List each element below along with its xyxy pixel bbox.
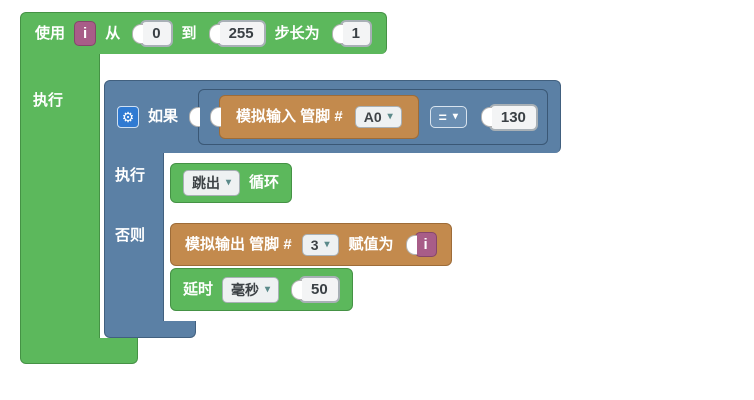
for-loop-block[interactable]: 使用 i 从 0 到 255 步长为 1 执行 ⚙ 如果 [20,12,561,364]
if-else-clause: 否则 模拟输出 管脚 # 3 ▾ 赋值为 i [104,213,561,321]
analog-write-pin-dropdown[interactable]: 3 ▾ [301,233,339,256]
write-variable-chip[interactable]: i [414,232,437,257]
loop-variable-chip[interactable]: i [74,21,97,46]
analog-write-label: 模拟输出 管脚 # [185,235,292,253]
if-else-block[interactable]: ⚙ 如果 模拟输入 管脚 # A0 ▾ = [104,80,561,338]
if-else-label: 否则 [115,227,146,244]
delay-label: 延时 [183,280,214,298]
to-label: 到 [181,24,197,42]
break-suffix-label: 循环 [249,174,280,191]
for-loop-body: 执行 ⚙ 如果 模拟输入 管脚 # A0 ▾ [20,54,561,338]
if-do-spine: 执行 [104,153,164,213]
break-type-value: 跳出 [192,175,220,191]
compare-block[interactable]: 模拟输入 管脚 # A0 ▾ = ▾ 130 [198,89,548,145]
if-else-slot: 模拟输出 管脚 # 3 ▾ 赋值为 i 延时 [164,213,452,321]
analog-read-pin-value: A0 [363,109,382,125]
if-do-label: 执行 [115,167,146,184]
dropdown-arrow-icon: ▾ [387,111,393,122]
use-label: 使用 [35,24,66,42]
gear-icon[interactable]: ⚙ [117,106,139,128]
to-value-input[interactable]: 255 [216,20,266,47]
break-block[interactable]: 跳出 ▾ 循环 [170,163,293,203]
delay-unit-value: 毫秒 [231,281,260,298]
compare-operator-dropdown[interactable]: = ▾ [429,106,467,128]
assign-label: 赋值为 [348,235,394,253]
loop-statement-slot: ⚙ 如果 模拟输入 管脚 # A0 ▾ = [104,80,561,338]
if-else-spine: 否则 [104,213,164,321]
loop-spine: 执行 [20,54,100,338]
delay-block[interactable]: 延时 毫秒 ▾ 50 [170,268,353,311]
analog-read-block[interactable]: 模拟输入 管脚 # A0 ▾ [219,95,419,139]
dropdown-arrow-icon: ▾ [452,111,458,122]
analog-read-label: 模拟输入 管脚 # [236,108,343,125]
from-label: 从 [105,24,121,42]
analog-write-block[interactable]: 模拟输出 管脚 # 3 ▾ 赋值为 i [170,223,452,266]
dropdown-arrow-icon: ▾ [324,238,330,250]
analog-write-pin-value: 3 [310,236,319,253]
compare-value-input[interactable]: 130 [488,103,538,131]
for-loop-header[interactable]: 使用 i 从 0 到 255 步长为 1 [20,12,387,54]
delay-unit-dropdown[interactable]: 毫秒 ▾ [222,276,280,303]
loop-do-label: 执行 [33,92,64,109]
analog-read-pin-dropdown[interactable]: A0 ▾ [354,106,402,128]
if-block-foot [104,321,196,338]
break-type-dropdown[interactable]: 跳出 ▾ [183,170,241,196]
dropdown-arrow-icon: ▾ [226,177,232,188]
delay-value-input[interactable]: 50 [299,276,340,303]
dropdown-arrow-icon: ▾ [265,283,271,295]
if-label: 如果 [148,108,179,125]
if-block-header[interactable]: ⚙ 如果 模拟输入 管脚 # A0 ▾ = [104,80,561,153]
compare-operator-value: = [438,109,447,125]
step-label: 步长为 [274,24,320,42]
from-value-input[interactable]: 0 [140,20,173,47]
step-value-input[interactable]: 1 [339,20,372,47]
if-do-clause: 执行 跳出 ▾ 循环 [104,153,561,213]
if-do-slot: 跳出 ▾ 循环 [164,153,293,213]
loop-block-foot [20,338,138,364]
